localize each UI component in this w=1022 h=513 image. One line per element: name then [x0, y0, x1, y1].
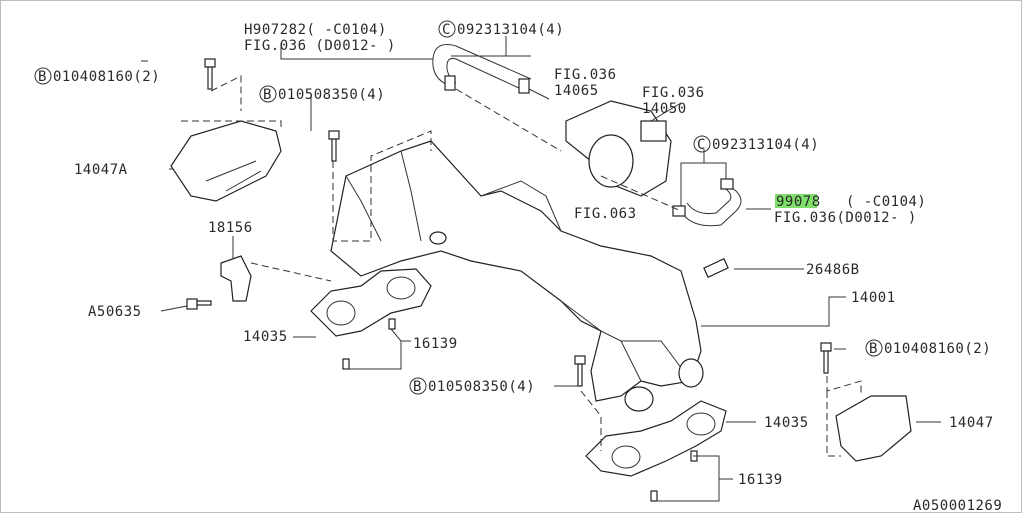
svg-text:B: B	[869, 341, 878, 357]
gasket-14035-right[interactable]	[585, 400, 727, 477]
highlight-99078	[775, 194, 817, 208]
label-16139-left[interactable]: 16139	[413, 336, 458, 352]
b-marker-icon	[34, 67, 52, 85]
label-a50635[interactable]: A50635	[88, 304, 142, 320]
c-marker-icon	[438, 20, 456, 38]
c-marker-icon	[693, 135, 711, 153]
b-marker-icon	[259, 85, 277, 103]
label-14050[interactable]: 14050	[642, 101, 687, 117]
label-fig063[interactable]: FIG.063	[574, 206, 637, 222]
label-fig036-d0012-top[interactable]: FIG.036 (D0012- )	[244, 38, 396, 54]
label-99078-range: ( -C0104)	[846, 194, 926, 210]
svg-text:C: C	[697, 137, 706, 153]
label-14035-right[interactable]: 14035	[764, 415, 809, 431]
b-marker-icon	[409, 377, 427, 395]
svg-text:B: B	[413, 379, 422, 395]
label-clamp-top[interactable]: 092313104(4)	[457, 22, 564, 38]
label-bolt-010408160-right[interactable]: 010408160(2)	[884, 341, 991, 357]
part-labels: H907282( -C0104) FIG.036 (D0012- ) C 092…	[34, 20, 1002, 512]
throttle-body[interactable]	[565, 100, 672, 197]
label-bolt-010408160-left[interactable]: 010408160(2)	[53, 69, 160, 85]
label-14047[interactable]: 14047	[949, 415, 994, 431]
svg-text:B: B	[263, 87, 272, 103]
label-14001[interactable]: 14001	[851, 290, 896, 306]
bracket-18156[interactable]	[220, 255, 252, 302]
label-14047A[interactable]: 14047A	[74, 162, 128, 178]
label-clamp-right[interactable]: 092313104(4)	[712, 137, 819, 153]
label-bolt-010508350-top[interactable]: 010508350(4)	[278, 87, 385, 103]
svg-text:C: C	[442, 22, 451, 38]
label-18156[interactable]: 18156	[208, 220, 253, 236]
label-26486B[interactable]: 26486B	[806, 262, 860, 278]
cover-14047A[interactable]	[170, 120, 282, 202]
hose-h907282[interactable]	[432, 44, 532, 94]
label-fig036-a[interactable]: FIG.036	[554, 67, 617, 83]
label-14035-left[interactable]: 14035	[243, 329, 288, 345]
diagram-id: A050001269	[913, 498, 1002, 512]
svg-text:B: B	[38, 69, 47, 85]
label-h907282[interactable]: H907282( -C0104)	[244, 22, 387, 38]
label-99078[interactable]: 99078	[776, 194, 821, 210]
cover-14047[interactable]	[835, 395, 912, 462]
leader-lines	[141, 36, 941, 502]
label-fig036-d0012-right[interactable]: FIG.036(D0012- )	[774, 210, 917, 226]
b-marker-icon	[865, 339, 883, 357]
gasket-14035-left[interactable]	[310, 268, 432, 337]
label-16139-bottom[interactable]: 16139	[738, 472, 783, 488]
hose-99078[interactable]	[672, 178, 742, 227]
bolts	[186, 58, 832, 502]
label-bolt-010508350-bottom[interactable]: 010508350(4)	[428, 379, 535, 395]
intake-manifold-14001[interactable]	[330, 140, 704, 412]
label-fig036-b[interactable]: FIG.036	[642, 85, 705, 101]
label-14065[interactable]: 14065	[554, 83, 599, 99]
